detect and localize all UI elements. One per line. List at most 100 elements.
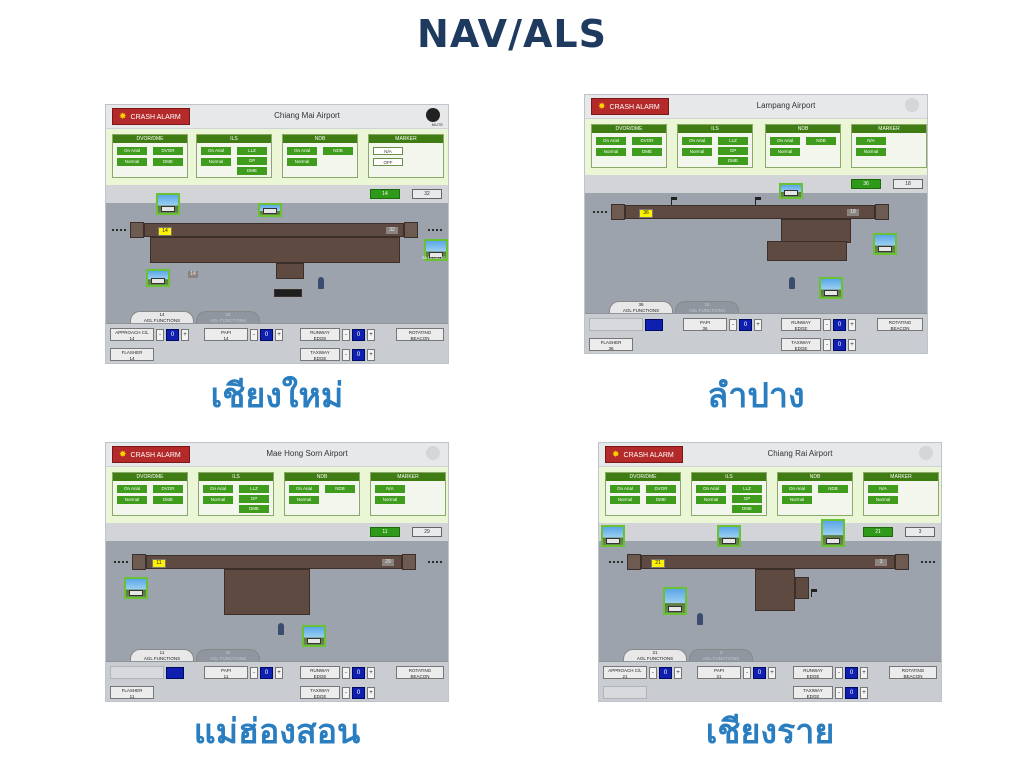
- papi-button[interactable]: PAPI 11: [204, 666, 248, 679]
- ndb-status: NDB: [325, 485, 355, 493]
- camera-thumbnail[interactable]: [146, 269, 170, 287]
- approach-minus[interactable]: -: [156, 329, 164, 341]
- runway-29-button[interactable]: 29: [412, 527, 442, 537]
- twy-edge-minus[interactable]: -: [342, 687, 350, 699]
- approach-cl-button[interactable]: APPROACH C/L 21: [603, 666, 647, 679]
- runway-3-button[interactable]: 3: [905, 527, 935, 537]
- dvor-header: DVOR/DME: [113, 135, 187, 143]
- runway-edge-button[interactable]: RUNWAY EDGE: [793, 666, 833, 679]
- rotating-beacon-button[interactable]: ROTATING BEACON: [396, 328, 444, 341]
- crash-alarm-button[interactable]: ✸CRASH ALARM: [112, 446, 190, 463]
- agl-controls: APPROACH C/L 21 - 0 + PAPI 21 - 0 + RUNW…: [599, 661, 941, 701]
- approach-cl-button[interactable]: APPROACH C/L 14: [110, 328, 154, 341]
- runway-14-button[interactable]: 14: [370, 189, 400, 199]
- gp-status: GP: [732, 495, 762, 503]
- crash-alarm-button[interactable]: ✸CRASH ALARM: [605, 446, 683, 463]
- mute-speaker-icon[interactable]: [905, 98, 919, 112]
- camera-thumbnail[interactable]: [258, 203, 282, 217]
- tab-agl-29[interactable]: 29 AGL FUNCTIONS: [196, 649, 260, 663]
- tab-agl-3[interactable]: 3 AGL FUNCTIONS: [689, 649, 753, 663]
- rwy-edge-minus[interactable]: -: [342, 667, 350, 679]
- rwy-edge-plus[interactable]: +: [367, 329, 375, 341]
- tab-agl-14[interactable]: 14 AGL FUNCTIONS: [130, 311, 194, 325]
- marker-header: MARKER: [369, 135, 443, 143]
- tab-agl-21[interactable]: 21 AGL FUNCTIONS: [623, 649, 687, 663]
- papi-button[interactable]: PAPI 21: [697, 666, 741, 679]
- runway-edge-button[interactable]: RUNWAY EDGE: [300, 328, 340, 341]
- approach-minus[interactable]: -: [649, 667, 657, 679]
- mute-speaker-icon[interactable]: [919, 446, 933, 460]
- papi-plus[interactable]: +: [768, 667, 776, 679]
- camera-thumbnail[interactable]: [873, 233, 897, 255]
- ils-dme-status: DME: [237, 167, 267, 175]
- airport-name: Lampang Airport: [756, 101, 816, 110]
- runway-end-west: [627, 554, 641, 570]
- rotating-beacon-button[interactable]: ROTATING BEACON: [396, 666, 444, 679]
- papi-button[interactable]: PAPI 36: [683, 318, 727, 331]
- twy-edge-minus[interactable]: -: [835, 687, 843, 699]
- camera-thumbnail[interactable]: [302, 625, 326, 647]
- camera-thumbnail[interactable]: [663, 587, 687, 615]
- camera-thumbnail[interactable]: [717, 525, 741, 547]
- rotating-beacon-button[interactable]: ROTATING BEACON: [889, 666, 937, 679]
- tab-agl-11[interactable]: 11 AGL FUNCTIONS: [130, 649, 194, 663]
- rwy-edge-minus[interactable]: -: [342, 329, 350, 341]
- person-icon: [318, 277, 324, 289]
- flasher-button[interactable]: FLASHER 14: [110, 348, 154, 361]
- runway-36-button[interactable]: 36: [851, 179, 881, 189]
- rotating-beacon-button[interactable]: ROTATING BEACON: [877, 318, 923, 331]
- taxiway-edge-button[interactable]: TAXIWAY EDGE: [793, 686, 833, 699]
- twy-edge-minus[interactable]: -: [342, 349, 350, 361]
- rwy-edge-plus[interactable]: +: [860, 667, 868, 679]
- rwy-edge-minus[interactable]: -: [823, 319, 831, 331]
- papi-button[interactable]: PAPI 14: [204, 328, 248, 341]
- twy-edge-minus[interactable]: -: [823, 339, 831, 351]
- tab-agl-36[interactable]: 36 AGL FUNCTIONS: [609, 301, 673, 315]
- papi-minus[interactable]: -: [250, 667, 258, 679]
- papi-level: 0: [260, 329, 273, 341]
- crash-alarm-button[interactable]: ✸CRASH ALARM: [591, 98, 669, 115]
- runway-11-button[interactable]: 11: [370, 527, 400, 537]
- crash-alarm-button[interactable]: ✸CRASH ALARM: [112, 108, 190, 125]
- runway-edge-button[interactable]: RUNWAY EDGE: [781, 318, 821, 331]
- papi-minus[interactable]: -: [250, 329, 258, 341]
- rwy-edge-plus[interactable]: +: [848, 319, 856, 331]
- rwy-edge-plus[interactable]: +: [367, 667, 375, 679]
- rwy-edge-minus[interactable]: -: [835, 667, 843, 679]
- camera-thumbnail[interactable]: [819, 277, 843, 299]
- mute-speaker-icon[interactable]: [426, 446, 440, 460]
- taxiway-edge-button[interactable]: TAXIWAY EDGE: [300, 348, 340, 361]
- mute-speaker-icon[interactable]: [426, 108, 440, 122]
- runway-18-button[interactable]: 18: [893, 179, 923, 189]
- twy-edge-plus[interactable]: +: [860, 687, 868, 699]
- runway-edge-button[interactable]: RUNWAY EDGE: [300, 666, 340, 679]
- papi-level: 0: [753, 667, 766, 679]
- twy-edge-plus[interactable]: +: [367, 687, 375, 699]
- taxiway-edge-button[interactable]: TAXIWAY EDGE: [781, 338, 821, 351]
- taxiway-edge-button[interactable]: TAXIWAY EDGE: [300, 686, 340, 699]
- runway-32-button[interactable]: 32: [412, 189, 442, 199]
- papi-plus[interactable]: +: [275, 329, 283, 341]
- marker-normal: Normal: [868, 496, 898, 504]
- camera-thumbnail[interactable]: [124, 577, 148, 599]
- approach-plus[interactable]: +: [181, 329, 189, 341]
- camera-thumbnail[interactable]: [779, 183, 803, 199]
- camera-thumbnail[interactable]: [821, 519, 845, 547]
- camera-thumbnail[interactable]: [156, 193, 180, 215]
- flasher-button[interactable]: FLASHER 36: [589, 338, 633, 351]
- mute-label: MUTE: [431, 122, 443, 127]
- approach-level: [166, 667, 184, 679]
- twy-edge-plus[interactable]: +: [848, 339, 856, 351]
- camera-thumbnail[interactable]: [424, 239, 448, 261]
- runway-21-button[interactable]: 21: [863, 527, 893, 537]
- twy-edge-plus[interactable]: +: [367, 349, 375, 361]
- papi-minus[interactable]: -: [743, 667, 751, 679]
- camera-thumbnail[interactable]: [601, 525, 625, 547]
- approach-plus[interactable]: +: [674, 667, 682, 679]
- tab-agl-18[interactable]: 18 AGL FUNCTIONS: [675, 301, 739, 315]
- papi-plus[interactable]: +: [754, 319, 762, 331]
- tab-agl-32[interactable]: 32 AGL FUNCTIONS: [196, 311, 260, 325]
- papi-plus[interactable]: +: [275, 667, 283, 679]
- flasher-button[interactable]: FLASHER 11: [110, 686, 154, 699]
- papi-minus[interactable]: -: [729, 319, 737, 331]
